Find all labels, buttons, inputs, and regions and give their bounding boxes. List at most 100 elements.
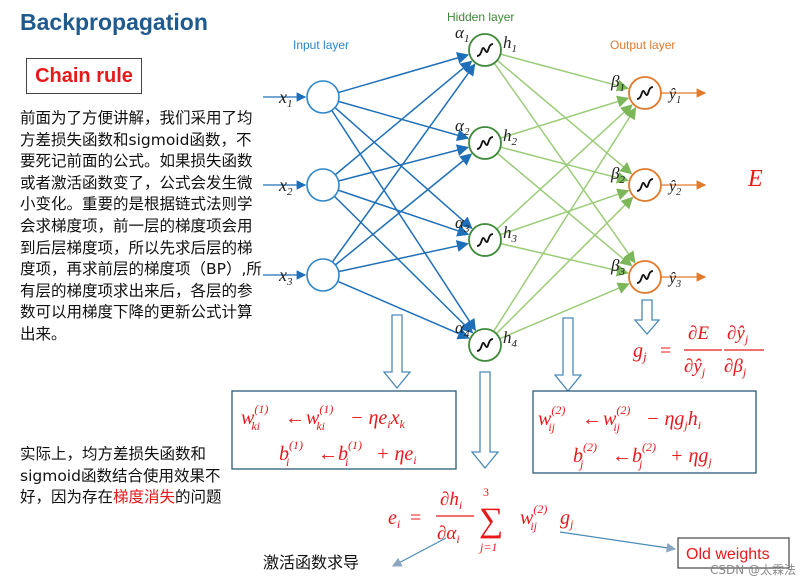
old-weights-box: [677, 537, 790, 569]
edge-hidden-3-output-3: [500, 242, 629, 277]
edge-hidden-1-output-2: [496, 59, 633, 175]
hidden-alpha-label-2: α2: [455, 116, 470, 138]
input-layer-label: Input layer: [293, 38, 349, 52]
output-layer-label: Output layer: [610, 38, 675, 52]
svg-text:w(2)ij: w(2)ij: [520, 502, 547, 533]
edge-hidden-3-output-2: [499, 188, 630, 236]
input-node-label-2: x2: [278, 175, 293, 198]
input-node-label-1: x1: [278, 87, 293, 110]
hidden-alpha-label-4: α4: [455, 318, 470, 340]
note-before: 实际上，均方差损失函数和sigmoid函数结合使用效果不好，因为存在: [20, 445, 221, 507]
sum-lower: j=1: [478, 540, 497, 554]
edge-input-1-hidden-3: [334, 107, 473, 230]
edge-hidden-4-output-1: [492, 106, 637, 332]
input-node-1: [306, 80, 340, 114]
sigmoid-icon: [476, 136, 494, 150]
sigmoid-icon: [476, 233, 494, 247]
input-node-2: [306, 168, 340, 202]
watermark: CSDN @太霖法: [709, 563, 796, 577]
sigmoid-icon: [636, 178, 654, 192]
edge-input-1-hidden-2: [338, 100, 470, 141]
edge-hidden-4-output-3: [499, 282, 630, 340]
edge-hidden-2-output-3: [496, 152, 633, 267]
old-weights-label: Old weights: [686, 546, 770, 563]
output-y-label-3: ŷ3: [667, 270, 681, 290]
hollow-arrow-hidden: [470, 371, 500, 470]
explanation-text: 前面为了方便讲解，我们采用了均方差损失函数和sigmoid函数，不要死记前面的公…: [20, 108, 265, 346]
output-update-box: [532, 390, 757, 474]
edge-input-3-hidden-4: [337, 280, 470, 340]
slide-title: Backpropagation: [20, 9, 208, 35]
edges-layer: [263, 52, 707, 340]
note-highlight: 梯度消失: [113, 488, 176, 507]
hidden-alpha-label-1: α1: [455, 23, 469, 45]
sigmoid-icon: [476, 338, 494, 352]
svg-text:gj: gj: [633, 340, 647, 364]
edge-input-3-hidden-3: [338, 240, 469, 273]
hollow-arrow-input: [382, 314, 412, 390]
svg-text:=: =: [660, 340, 671, 362]
svg-text:∂hi: ∂hi: [440, 489, 462, 512]
explanation-paragraph: 前面为了方便讲解，我们采用了均方差损失函数和sigmoid函数，不要死记前面的公…: [20, 109, 262, 343]
activation-derivative-label: 激活函数求导: [263, 553, 359, 572]
edge-hidden-1-output-3: [493, 62, 636, 264]
svg-text:gj: gj: [560, 507, 574, 531]
edge-input-1-hidden-4: [331, 109, 476, 332]
svg-text:ei: ei: [388, 507, 400, 531]
svg-text:− ηgjhi: − ηgjhi: [646, 408, 701, 432]
svg-text:∂ŷj: ∂ŷj: [684, 356, 706, 379]
edge-hidden-2-output-1: [500, 95, 630, 139]
note-after: 的问题: [175, 488, 222, 507]
hidden-h-label-3: h3: [503, 223, 518, 245]
note-text: 实际上，均方差损失函数和sigmoid函数结合使用效果不好，因为存在梯度消失的问…: [20, 444, 230, 509]
svg-text:+ ηgj: + ηgj: [670, 445, 712, 469]
sigmoid-icon: [636, 86, 654, 100]
output-y-label-1: ŷ1: [667, 86, 681, 106]
edge-hidden-2-output-2: [500, 146, 630, 184]
edge-hidden-3-output-1: [496, 104, 633, 230]
chain-rule-box: Chain rule: [26, 58, 142, 94]
edge-input-1-hidden-1: [338, 52, 470, 94]
svg-text:∂ŷj: ∂ŷj: [727, 323, 749, 346]
edge-input-2-hidden-1: [334, 60, 473, 176]
svg-text:∑: ∑: [479, 502, 503, 539]
activation-derivative-arrow: [391, 537, 447, 567]
edge-input-3-hidden-2: [334, 153, 473, 266]
edge-input-2-hidden-3: [337, 189, 470, 237]
sigmoid-icon: [636, 270, 654, 284]
output-y-label-2: ŷ2: [667, 178, 681, 198]
hidden-alpha-label-3: α3: [455, 213, 470, 235]
chain-rule-label: Chain rule: [35, 64, 133, 87]
svg-text:+ ηei: + ηei: [376, 443, 417, 467]
input-node-3: [306, 258, 340, 292]
loss-symbol: E: [747, 166, 763, 192]
sum-upper: 3: [483, 485, 489, 499]
hollow-arrow-output-update: [553, 317, 583, 393]
hollow-arrow-gj: [633, 299, 661, 335]
svg-text:∂E: ∂E: [688, 323, 709, 344]
input-node-label-3: x3: [278, 265, 293, 288]
hidden-h-label-2: h2: [503, 126, 518, 148]
svg-text:∂βj: ∂βj: [724, 356, 747, 379]
svg-text:− ηeixk: − ηeixk: [350, 407, 406, 431]
edge-hidden-4-output-2: [495, 196, 634, 335]
hidden-h-label-1: h1: [503, 33, 517, 55]
formula-gj: gj = ∂E ∂ŷj ∂ŷj ∂βj: [633, 323, 764, 379]
svg-text:←: ←: [318, 443, 338, 465]
svg-text:=: =: [410, 507, 421, 529]
hidden-layer-label: Hidden layer: [447, 10, 514, 24]
edge-input-3-hidden-1: [331, 63, 476, 263]
svg-text:←: ←: [582, 408, 602, 430]
output-beta-label-1: β1: [610, 72, 625, 94]
formula-ei: ei = ∂hi ∂αi 3 ∑ j=1 w(2)ij gj: [388, 485, 574, 554]
sigmoid-icon: [476, 43, 494, 57]
svg-text:←: ←: [285, 407, 305, 429]
edge-hidden-1-output-1: [500, 53, 630, 92]
input-update-box: [231, 390, 457, 470]
svg-text:∂αi: ∂αi: [437, 523, 460, 546]
old-weights-arrow: [559, 531, 677, 553]
formula-output-update: w(2)ij ← w(2)ij − ηgjhi b(2)j ← b(2)j + …: [538, 403, 712, 471]
edge-input-2-hidden-4: [333, 195, 474, 334]
